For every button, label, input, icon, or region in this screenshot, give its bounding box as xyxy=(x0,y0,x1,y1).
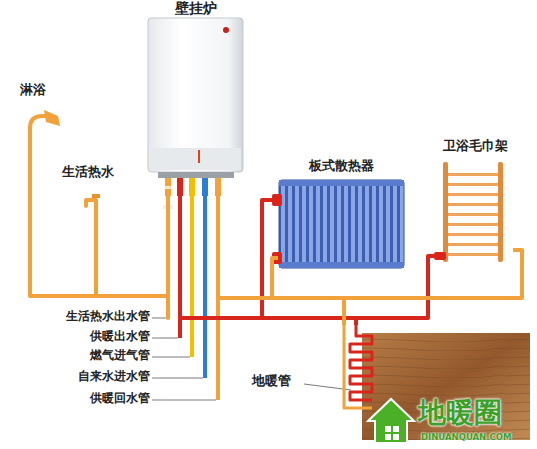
heating-pipe xyxy=(180,196,356,325)
heating-pipe xyxy=(218,196,522,298)
pipe-label: 供暖出水管 xyxy=(0,329,150,343)
hot-water-pipe xyxy=(30,116,168,318)
tap-handle xyxy=(92,194,100,198)
boiler-box: 壁挂炉 xyxy=(145,0,246,196)
leader-line xyxy=(152,318,351,400)
pipe-label: 生活热水出水管 xyxy=(0,309,150,323)
pipe-label: 燃气进气管 xyxy=(0,348,150,362)
boiler-unit xyxy=(148,18,243,209)
heating-pipe xyxy=(218,196,278,298)
floor-coil xyxy=(344,325,372,408)
node-label: 地暖管 xyxy=(252,373,291,389)
watermark: 地暖圈 xyxy=(418,396,502,430)
panel-radiator xyxy=(272,180,404,268)
boiler-pipes xyxy=(180,196,218,400)
node-label: 板式散热器 xyxy=(278,158,405,174)
pipe-label: 自来水进水管 xyxy=(0,369,150,383)
node-label: 卫浴毛巾架 xyxy=(438,138,513,154)
fixture-label: 淋浴 xyxy=(20,82,46,98)
shower-head xyxy=(44,110,60,126)
fixture-label: 生活热水 xyxy=(62,164,114,180)
watermark: DINUANQUAN.COM xyxy=(421,432,511,442)
pipe-label: 供暖回水管 xyxy=(0,391,150,405)
heating-pipe xyxy=(218,196,344,325)
towel-rack xyxy=(434,162,503,262)
watermark-logo xyxy=(368,399,414,443)
radiator-box: 板式散热器 xyxy=(278,158,405,270)
node-label: 壁挂炉 xyxy=(145,0,246,17)
towel-rack-box: 卫浴毛巾架 xyxy=(438,138,513,265)
